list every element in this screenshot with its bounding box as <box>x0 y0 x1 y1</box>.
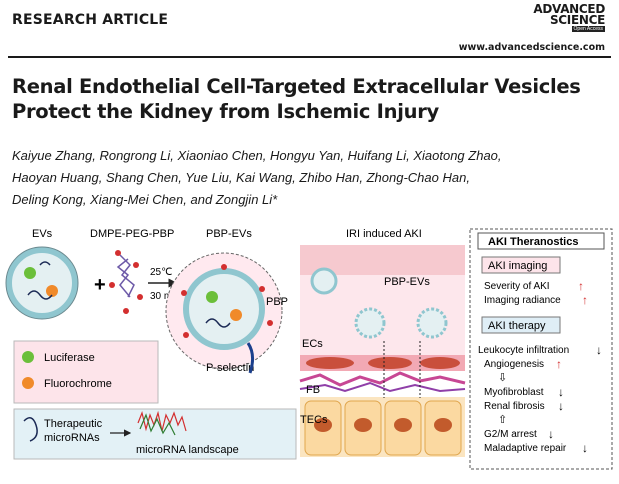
temperature-label: 25℃ <box>150 267 172 278</box>
article-type-label: RESEARCH ARTICLE <box>12 12 168 28</box>
legend-box: Luciferase Fluorochrome <box>14 341 158 403</box>
arrow-down-icon: ↓ <box>558 399 564 413</box>
arrow-down-icon: ↓ <box>548 427 554 441</box>
arrow-down-icon: ↓ <box>596 343 602 357</box>
arrow-up-icon: ↑ <box>556 357 562 371</box>
pbp-evs-top-label: PBP-EVs <box>206 228 252 240</box>
article-title: Renal Endothelial Cell-Targeted Extracel… <box>12 74 612 124</box>
microrna-box: Therapeutic microRNAs microRNA landscape <box>14 409 296 459</box>
arrow-down-icon: ↓ <box>558 385 564 399</box>
author-list: Kaiyue Zhang, Rongrong Li, Xiaoniao Chen… <box>12 145 612 211</box>
tecs-label: TECs <box>300 414 328 426</box>
g2m-label: G2/M arrest <box>484 429 537 440</box>
angiogenesis-label: Angiogenesis <box>484 359 544 370</box>
dmpe-peg-pbp-icon <box>109 250 143 314</box>
plus-sign: + <box>94 274 106 296</box>
header-rule <box>8 56 611 58</box>
arrow-up-icon: ↑ <box>582 293 588 307</box>
legend-fluorochrome: Fluorochrome <box>44 378 112 390</box>
p-selectin-label: P-selectin <box>206 362 254 374</box>
ecs-label: ECs <box>302 338 323 350</box>
luciferase-legend-icon <box>22 351 34 363</box>
up-chevron-icon: ⇧ <box>498 414 507 426</box>
theranostics-title: AKI Theranostics <box>488 236 578 248</box>
renal-fibrosis-label: Renal fibrosis <box>484 401 545 412</box>
ev-vesicle <box>6 247 78 319</box>
iri-label: IRI induced AKI <box>346 228 422 240</box>
author-line: Haoyan Huang, Shang Chen, Yue Liu, Kai W… <box>12 167 612 189</box>
radiance-label: Imaging radiance <box>484 295 561 306</box>
pbp-ev-vesicle <box>166 253 282 369</box>
leukocyte-label: Leukocyte infiltration <box>478 345 569 356</box>
down-chevron-icon: ⇩ <box>498 372 507 384</box>
journal-logo-line2: SCIENCE <box>550 13 605 27</box>
journal-logo: ADVANCED SCIENCE Open Access <box>533 4 605 44</box>
pbp-evs-tissue-label: PBP-EVs <box>384 276 430 288</box>
legend-luciferase: Luciferase <box>44 352 95 364</box>
legend-landscape: microRNA landscape <box>136 444 239 456</box>
luciferase-icon <box>24 267 36 279</box>
graphical-abstract: EVs + DMPE-PEG-PBP 25℃ 30 min PBP-EVs PB… <box>0 223 619 479</box>
imaging-label: AKI imaging <box>488 260 547 272</box>
author-line: Kaiyue Zhang, Rongrong Li, Xiaoniao Chen… <box>12 145 612 167</box>
open-access-badge: Open Access <box>572 26 605 32</box>
fluorochrome-legend-icon <box>22 377 34 389</box>
legend-micrornas: microRNAs <box>44 432 100 444</box>
arrow-up-icon: ↑ <box>578 279 584 293</box>
maladaptive-label: Maladaptive repair <box>484 443 567 454</box>
dmpe-label: DMPE-PEG-PBP <box>90 228 174 240</box>
therapy-label: AKI therapy <box>488 320 546 332</box>
fb-label: FB <box>306 384 320 396</box>
severity-label: Severity of AKI <box>484 281 550 292</box>
arrow-down-icon: ↓ <box>582 441 588 455</box>
pbp-label: PBP <box>266 296 288 308</box>
journal-url[interactable]: www.advancedscience.com <box>459 42 605 53</box>
author-line: Deling Kong, Xiang-Mei Chen, and Zongjin… <box>12 189 612 211</box>
legend-therapeutic: Therapeutic <box>44 418 103 430</box>
evs-label: EVs <box>32 228 53 240</box>
myofibroblast-label: Myofibroblast <box>484 387 544 398</box>
